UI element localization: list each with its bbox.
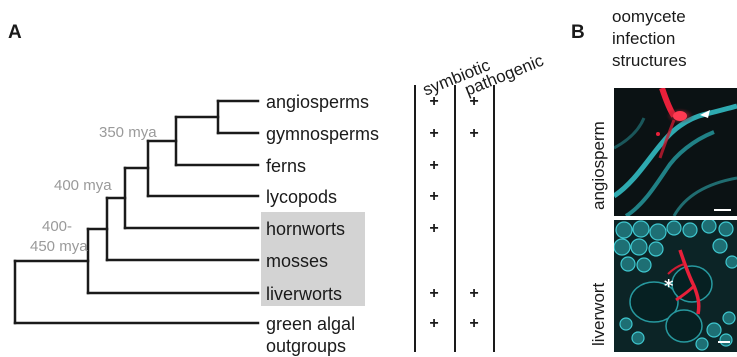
taxon-gymnosperms: gymnosperms	[266, 123, 379, 145]
age-350-label: 350 mya	[99, 124, 157, 142]
panel-b-label: B	[571, 22, 585, 44]
mark-pathogenic-liverworts: +	[467, 285, 481, 303]
asterisk-marker: *	[664, 276, 674, 297]
mark-symbiotic-liverworts: +	[427, 285, 441, 303]
column-divider-right	[493, 85, 495, 352]
mark-symbiotic-ferns: +	[427, 157, 441, 175]
mark-symbiotic-green-algae: +	[427, 315, 441, 333]
taxon-mosses: mosses	[266, 250, 328, 272]
mark-symbiotic-gymnosperms: +	[427, 125, 441, 143]
age-400-450-label-line1: 400-	[42, 218, 72, 236]
taxon-lycopods: lycopods	[266, 186, 337, 208]
image-label-angiosperm: angiosperm	[589, 121, 609, 210]
age-400-label: 400 mya	[54, 177, 112, 195]
mark-symbiotic-angiosperms: +	[427, 93, 441, 111]
taxon-angiosperms: angiosperms	[266, 91, 369, 113]
micrograph-liverwort: *	[614, 220, 737, 352]
scale-bar-top	[714, 209, 731, 211]
taxon-green-algal: green algal	[266, 313, 355, 335]
panel-b-title-line1: oomycete	[612, 6, 686, 27]
taxon-ferns: ferns	[266, 155, 306, 177]
taxon-liverworts: liverworts	[266, 283, 342, 305]
column-divider-middle	[454, 85, 456, 352]
column-divider-left	[414, 85, 416, 352]
micrograph-angiosperm	[614, 88, 737, 216]
scale-bar-bottom	[718, 341, 730, 343]
micrograph-liverwort-art: *	[614, 220, 737, 352]
taxon-outgroups: outgroups	[266, 335, 346, 357]
panel-b-title-line2: infection	[612, 28, 675, 49]
mark-symbiotic-lycopods: +	[427, 188, 441, 206]
mark-symbiotic-hornworts: +	[427, 220, 441, 238]
mark-pathogenic-gymnosperms: +	[467, 125, 481, 143]
age-400-450-label-line2: 450 mya	[30, 238, 88, 256]
micrograph-angiosperm-art	[614, 88, 737, 216]
taxon-hornworts: hornworts	[266, 218, 345, 240]
mark-pathogenic-green-algae: +	[467, 315, 481, 333]
mark-pathogenic-angiosperms: +	[467, 93, 481, 111]
panel-b-title-line3: structures	[612, 50, 687, 71]
image-label-liverwort: liverwort	[589, 283, 609, 346]
